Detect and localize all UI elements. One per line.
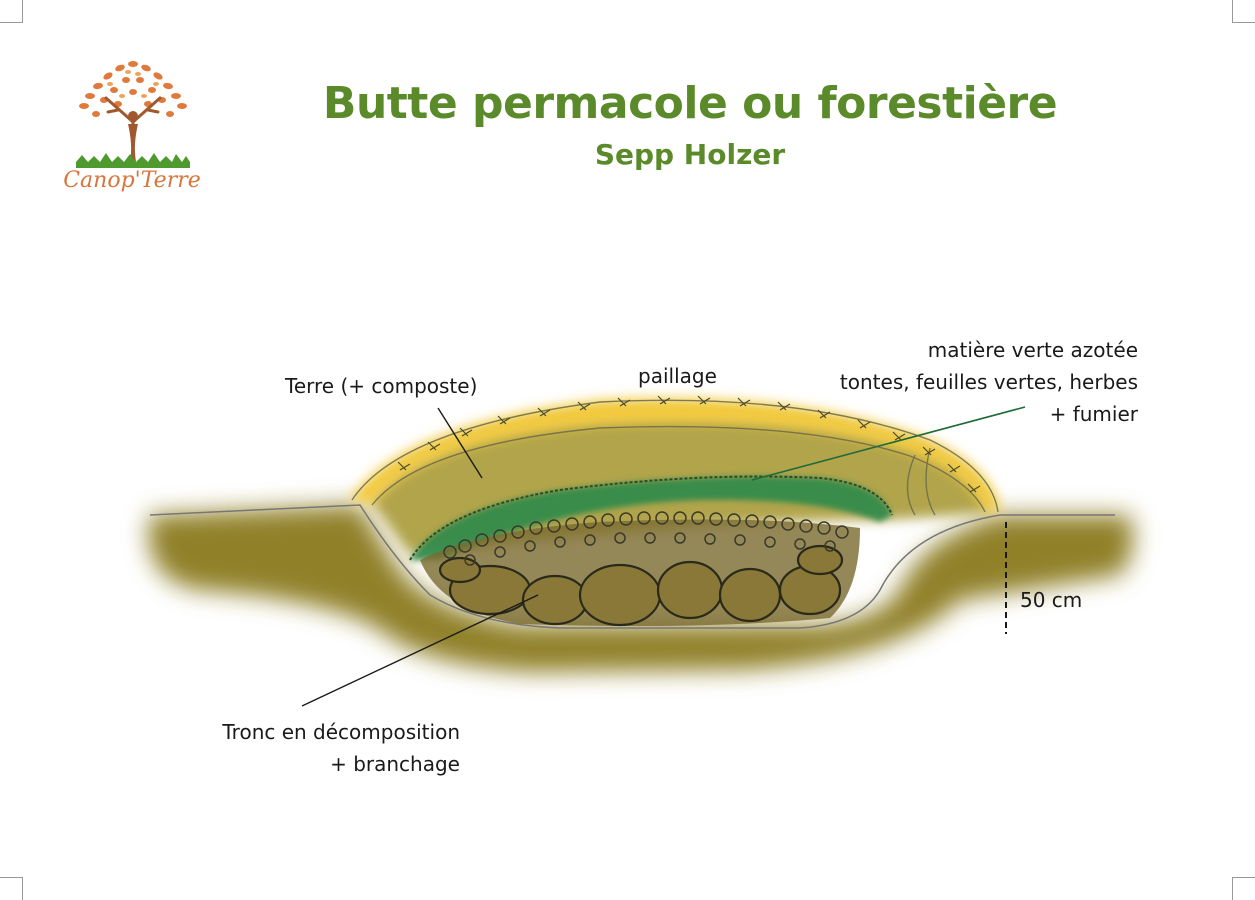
label-matiere-verte-line3: + fumier bbox=[840, 398, 1138, 430]
label-paillage: paillage bbox=[638, 360, 717, 392]
label-depth: 50 cm bbox=[1020, 584, 1082, 616]
label-terre: Terre (+ composte) bbox=[285, 370, 477, 402]
label-matiere-verte: matière verte azotée tontes, feuilles ve… bbox=[840, 334, 1138, 430]
label-tronc-line2: + branchage bbox=[198, 748, 460, 780]
label-tronc: Tronc en décomposition + branchage bbox=[198, 716, 460, 780]
label-matiere-verte-line1: matière verte azotée bbox=[840, 334, 1138, 366]
label-matiere-verte-line2: tontes, feuilles vertes, herbes bbox=[840, 366, 1138, 398]
label-tronc-line1: Tronc en décomposition bbox=[198, 716, 460, 748]
